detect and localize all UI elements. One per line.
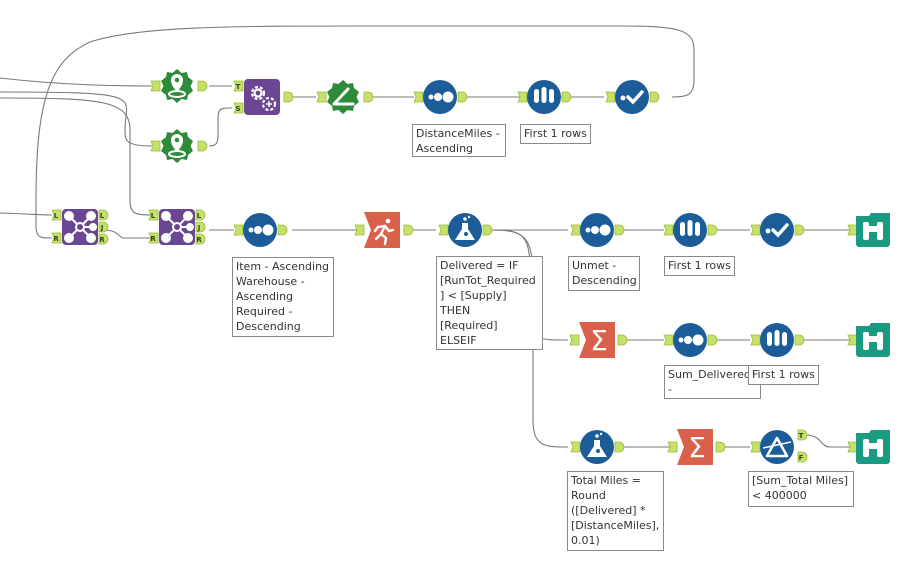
svg-text:J: J <box>100 224 104 232</box>
browse-tool-1[interactable] <box>847 213 890 247</box>
gears-plus-icon <box>250 85 277 112</box>
svg-text:S: S <box>235 105 240 113</box>
test-tubes-icon <box>767 330 787 346</box>
join-network-icon <box>64 211 97 243</box>
annotation-formula-total-miles: Total Miles = Round ([Delivered] * [Dist… <box>567 471 664 551</box>
svg-text:F: F <box>799 454 804 462</box>
svg-text:L: L <box>151 212 156 220</box>
summarize-tool-2[interactable]: Σ <box>667 429 726 465</box>
running-man-icon <box>373 218 395 246</box>
checkmark-icon <box>765 223 789 238</box>
sigma-icon: Σ <box>590 324 608 357</box>
svg-text:R: R <box>53 235 59 243</box>
join-tool-1[interactable]: L R L J R <box>51 209 109 245</box>
sort-tool-unmet[interactable] <box>570 213 625 247</box>
connection <box>35 200 53 239</box>
annotation-sort-distance: DistanceMiles - Ascending <box>412 124 506 157</box>
join-tool-2[interactable]: L R L J R <box>148 209 206 245</box>
sample-tool-1[interactable] <box>517 80 572 114</box>
distance-tool[interactable]: T S <box>233 79 294 115</box>
sample-tool-2[interactable] <box>663 213 718 247</box>
connection <box>0 212 53 216</box>
join-network-icon <box>161 211 194 243</box>
svg-text:L: L <box>54 212 59 220</box>
connection <box>35 25 695 201</box>
map-pin-icon <box>168 134 186 158</box>
svg-text:L: L <box>100 212 105 220</box>
svg-text:R: R <box>150 235 156 243</box>
prism-filter-icon <box>762 436 792 458</box>
filter-tool[interactable]: T F <box>750 429 808 464</box>
select-tool-2[interactable] <box>750 213 805 247</box>
annotation-sample-3: First 1 rows <box>748 365 819 385</box>
formula-tool-total-miles[interactable] <box>570 430 625 464</box>
connection <box>208 107 233 147</box>
binoculars-icon <box>863 222 883 240</box>
annotation-sort-item: Item - Ascending Warehouse - Ascending R… <box>232 257 334 337</box>
sigma-icon: Σ <box>688 431 706 464</box>
spatial-measure-tool[interactable] <box>316 80 374 114</box>
connection <box>102 229 152 239</box>
connection <box>0 97 153 216</box>
svg-text:T: T <box>799 432 804 440</box>
formula-tool-delivered[interactable] <box>438 213 493 247</box>
sort-tool-sum-delivered[interactable] <box>663 323 718 357</box>
connection <box>0 91 153 147</box>
create-points-tool-1[interactable] <box>150 69 208 103</box>
checkmark-icon <box>620 90 644 105</box>
connection <box>805 434 850 448</box>
summarize-tool-1[interactable]: Σ <box>569 322 628 358</box>
ruler-icon <box>332 87 355 106</box>
sort-dots-icon <box>428 91 454 103</box>
binoculars-icon <box>863 332 883 350</box>
connection <box>0 77 153 87</box>
select-tool-1[interactable] <box>605 80 660 114</box>
sort-tool-distance[interactable] <box>413 80 468 114</box>
map-pin-icon <box>168 74 186 98</box>
create-points-tool-2[interactable] <box>150 129 208 163</box>
browse-tool-2[interactable] <box>847 323 890 357</box>
binoculars-icon <box>863 439 883 457</box>
test-tubes-icon <box>680 220 700 236</box>
annotation-sample-1: First 1 rows <box>520 124 591 144</box>
svg-text:L: L <box>197 212 202 220</box>
sort-dots-icon <box>248 224 274 236</box>
sort-dots-icon <box>585 224 611 236</box>
annotation-sample-2: First 1 rows <box>664 256 735 276</box>
sample-tool-3[interactable] <box>750 323 805 357</box>
flask-icon <box>587 432 607 457</box>
annotation-formula-delivered: Delivered = IF [RunTot_Required ] < [Sup… <box>436 256 543 350</box>
svg-text:J: J <box>197 224 201 232</box>
svg-text:R: R <box>99 236 105 244</box>
annotation-sort-sum-delivered: Sum_Delivered - Descending <box>664 365 761 399</box>
sort-tool-item[interactable] <box>233 213 288 247</box>
running-total-tool[interactable] <box>354 212 414 248</box>
test-tubes-icon <box>534 87 554 103</box>
browse-tool-3[interactable] <box>847 430 890 464</box>
annotation-filter: [Sum_Total Miles] < 400000 <box>748 471 854 507</box>
svg-text:R: R <box>196 236 202 244</box>
sort-dots-icon <box>678 334 704 346</box>
flask-icon <box>455 215 475 240</box>
annotation-sort-unmet: Unmet - Descending <box>568 256 640 291</box>
svg-text:T: T <box>236 83 241 91</box>
